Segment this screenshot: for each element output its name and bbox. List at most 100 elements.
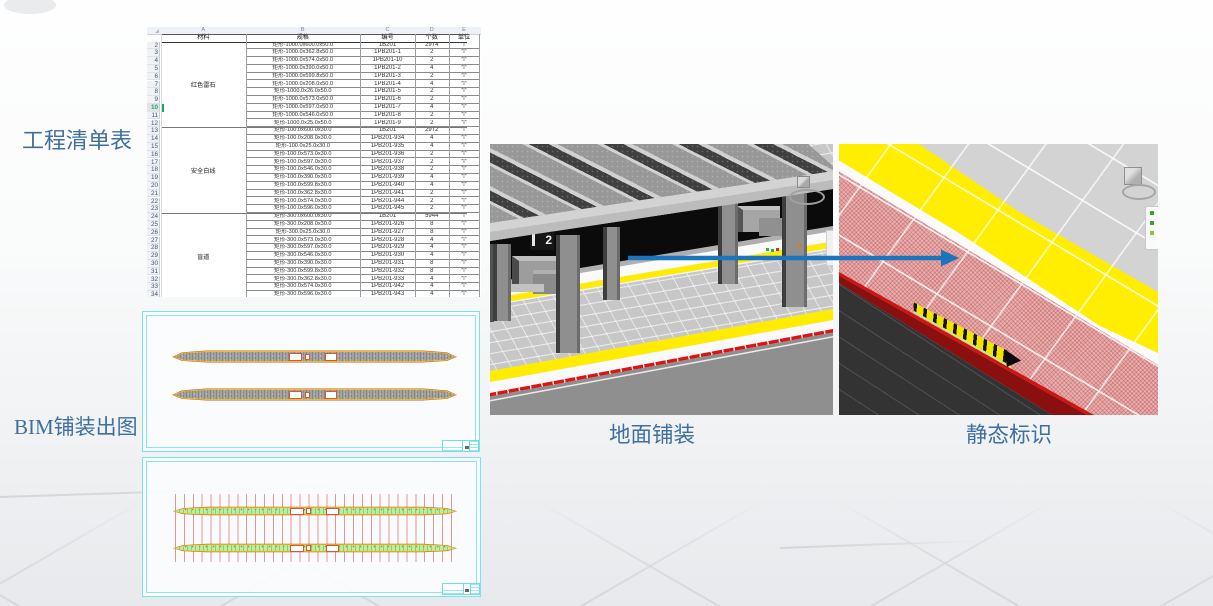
table-cell[interactable]: 2 (415, 151, 449, 159)
table-cell[interactable]: 1PB201-939 (360, 174, 415, 182)
row-number[interactable]: 32 (147, 275, 160, 284)
table-cell[interactable]: 矩形-1000.0x599.8x50.0 (245, 73, 360, 81)
table-cell[interactable]: 矩形-100.0x208.0x30.0 (245, 135, 360, 143)
table-cell[interactable]: 1PB201-4 (360, 81, 415, 89)
table-cell[interactable]: 矩形-1000.0x362.8x50.0 (245, 49, 360, 58)
table-cell[interactable]: 2972 (415, 127, 449, 136)
table-cell[interactable]: 1PB201-940 (360, 182, 415, 190)
table-cell[interactable]: 1PB201-7 (360, 104, 415, 112)
table-cell[interactable]: 8 (415, 229, 449, 237)
table-cell[interactable]: 4 (415, 244, 449, 253)
table-cell[interactable]: 1PB201-933 (360, 276, 415, 284)
table-cell[interactable]: 2 (415, 96, 449, 104)
table-cell[interactable]: 个 (448, 283, 480, 292)
table-cell[interactable]: 个 (448, 190, 480, 198)
table-cell[interactable]: 矩形-300.0x208.0x30.0 (245, 221, 360, 229)
table-cell[interactable]: 个 (448, 221, 480, 229)
table-cell[interactable]: 矩形-100.0x596.0x30.0 (245, 205, 360, 214)
row-number[interactable]: 19 (147, 174, 160, 182)
row-number[interactable]: 18 (147, 166, 160, 175)
table-cell[interactable]: 矩形-1000.0x26.0x50.0 (245, 88, 360, 97)
table-cell[interactable]: 2 (415, 159, 449, 167)
table-cell[interactable]: 个 (448, 260, 480, 268)
table-cell[interactable]: 1PB201-8 (360, 112, 415, 120)
row-number[interactable]: 20 (147, 181, 160, 190)
table-cell[interactable]: 矩形-1000.0x600.0x50.0 (245, 42, 360, 50)
table-cell[interactable]: 2 (415, 166, 449, 175)
table-cell[interactable]: 4 (415, 182, 449, 190)
table-cell[interactable]: 2 (415, 112, 449, 120)
row-number[interactable]: 21 (147, 189, 160, 198)
table-cell[interactable]: 矩形-100.0x390.0x30.0 (245, 174, 360, 182)
table-cell[interactable]: 矩形-1000.0x390.0x50.0 (245, 65, 360, 73)
column-header-B[interactable]: B (300, 27, 305, 33)
table-cell[interactable]: 个 (448, 151, 480, 159)
row-number[interactable]: 10 (147, 103, 160, 112)
table-cell[interactable]: 个 (448, 182, 480, 190)
table-cell[interactable]: 1PB201-10 (360, 57, 415, 65)
table-cell[interactable]: 2 (415, 198, 449, 206)
table-cell[interactable]: 4 (415, 237, 449, 245)
table-cell[interactable]: 矩形-300.0x597.0x30.0 (245, 244, 360, 253)
row-number[interactable]: 31 (147, 267, 160, 276)
select-all-corner[interactable] (155, 28, 159, 33)
row-number[interactable]: 15 (147, 142, 160, 151)
table-cell[interactable]: 1PB201-937 (360, 159, 415, 167)
table-cell[interactable]: 个 (448, 244, 480, 253)
row-number[interactable]: 14 (147, 135, 160, 143)
table-cell[interactable]: 1PB201-5 (360, 88, 415, 97)
table-cell[interactable]: 个 (448, 252, 480, 260)
row-number[interactable]: 12 (147, 119, 160, 128)
table-cell[interactable]: 2 (415, 57, 449, 65)
viewcube-ring[interactable] (1122, 184, 1156, 200)
table-cell[interactable]: 2974 (415, 42, 449, 50)
row-number[interactable]: 3 (147, 49, 160, 58)
table-cell[interactable]: 2 (415, 73, 449, 81)
table-cell[interactable]: 1PB201-926 (360, 221, 415, 229)
table-cell[interactable]: 1B201 (360, 213, 415, 221)
material-group-label[interactable]: 红色雷石 (190, 82, 216, 90)
table-cell[interactable]: 矩形-100.0x362.8x30.0 (245, 190, 360, 198)
table-cell[interactable]: 1PB201-3 (360, 73, 415, 81)
table-cell[interactable]: 1PB201-936 (360, 151, 415, 159)
table-cell[interactable]: 4 (415, 143, 449, 151)
table-cell[interactable]: 1PB201-944 (360, 198, 415, 206)
table-cell[interactable]: 矩形-100.0x600.0x30.0 (245, 127, 360, 136)
table-cell[interactable]: 4 (415, 174, 449, 182)
table-cell[interactable]: 个 (448, 96, 480, 104)
row-number[interactable]: 2 (147, 41, 160, 50)
row-number[interactable]: 27 (147, 236, 160, 245)
viewport-side-toolbar[interactable] (826, 230, 833, 266)
table-cell[interactable]: 1PB201-2 (360, 65, 415, 73)
row-number[interactable]: 34 (147, 291, 160, 297)
table-cell[interactable]: 4 (415, 104, 449, 112)
table-cell[interactable]: 4 (415, 283, 449, 292)
table-cell[interactable]: 1PB201-934 (360, 135, 415, 143)
table-cell[interactable]: 2 (415, 120, 449, 128)
column-header-D[interactable]: D (429, 27, 434, 33)
table-cell[interactable]: 个 (448, 112, 480, 120)
table-cell[interactable]: 矩形-100.0x25.0x30.0 (245, 143, 360, 151)
table-cell[interactable]: 矩形-300.0x390.0x30.0 (245, 260, 360, 268)
table-cell[interactable]: 4 (415, 291, 449, 297)
table-cell[interactable]: 8 (415, 268, 449, 276)
table-cell[interactable]: 4 (415, 65, 449, 73)
material-group-label[interactable]: 安全白线 (190, 168, 216, 176)
table-cell[interactable]: 个 (448, 135, 480, 143)
table-cell[interactable]: 个 (449, 291, 480, 297)
table-cell[interactable]: 矩形-300.0x546.0x30.0 (245, 252, 360, 260)
table-cell[interactable]: 矩形-300.0x596.0x30.0 (246, 291, 361, 297)
table-cell[interactable]: 矩形-1000.0x597.0x50.0 (245, 104, 360, 112)
column-header-C[interactable]: C (385, 27, 390, 33)
table-cell[interactable]: 1PB201-9 (360, 120, 415, 128)
table-cell[interactable]: 矩形-1000.0x573.0x50.0 (245, 96, 360, 104)
table-cell[interactable]: 矩形-300.0x25.0x30.0 (245, 229, 360, 237)
table-cell[interactable]: 1PB201-945 (360, 205, 415, 214)
table-cell[interactable]: 矩形-300.0x573.0x30.0 (245, 237, 360, 245)
table-cell[interactable]: 矩形-100.0x573.0x30.0 (245, 151, 360, 159)
table-cell[interactable]: 矩形-100.0x599.8x30.0 (245, 182, 360, 190)
row-number[interactable]: 25 (147, 220, 160, 229)
table-cell[interactable]: 2 (415, 205, 449, 214)
table-cell[interactable]: 个 (448, 127, 480, 136)
table-cell[interactable]: 矩形-1000.0x546.0x50.0 (245, 112, 360, 120)
